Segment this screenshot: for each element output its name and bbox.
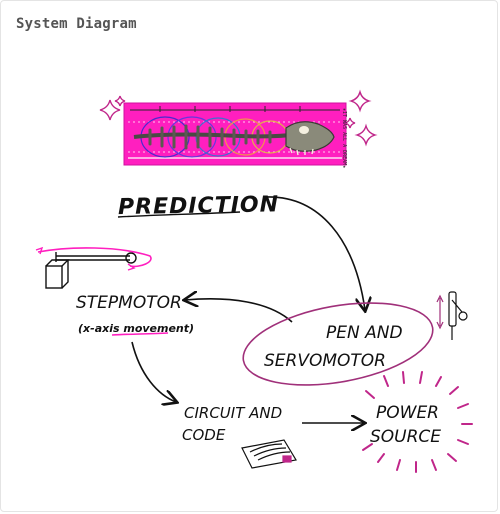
node-pen-servo-line2: SERVOMOTOR [264, 351, 386, 371]
sparkle-icon [99, 89, 378, 147]
pen-servo-ellipse [242, 302, 434, 386]
prediction-underline [117, 211, 241, 218]
stepmotor-note-underline [111, 332, 169, 336]
node-circuit-line2: CODE [182, 426, 226, 444]
node-power-line2: SOURCE [370, 427, 441, 447]
page-title: System Diagram [16, 16, 137, 32]
node-pen-servo-line1: PEN AND [326, 323, 403, 343]
arrow-stepmotor-to-circuit [131, 341, 176, 402]
node-stepmotor-note: (x-axis movement) [78, 322, 194, 335]
skeleton-banner-image: ★IT WAS ALL A DREAM★ [123, 102, 347, 168]
stepmotor-sketch-icon [35, 246, 152, 289]
circuit-board-sketch-icon [241, 439, 297, 469]
pen-servo-sketch-icon [436, 291, 468, 340]
node-power-line1: POWER [376, 403, 439, 423]
arrow-prediction-to-pen [264, 196, 365, 310]
arrow-pen-to-stepmotor [185, 299, 293, 323]
node-stepmotor: STEPMOTOR [76, 293, 182, 313]
node-circuit-line1: CIRCUIT AND [184, 404, 282, 422]
power-burst-icon [362, 371, 473, 473]
banner-vertical-text: ★IT WAS ALL A DREAM★ [341, 108, 347, 168]
